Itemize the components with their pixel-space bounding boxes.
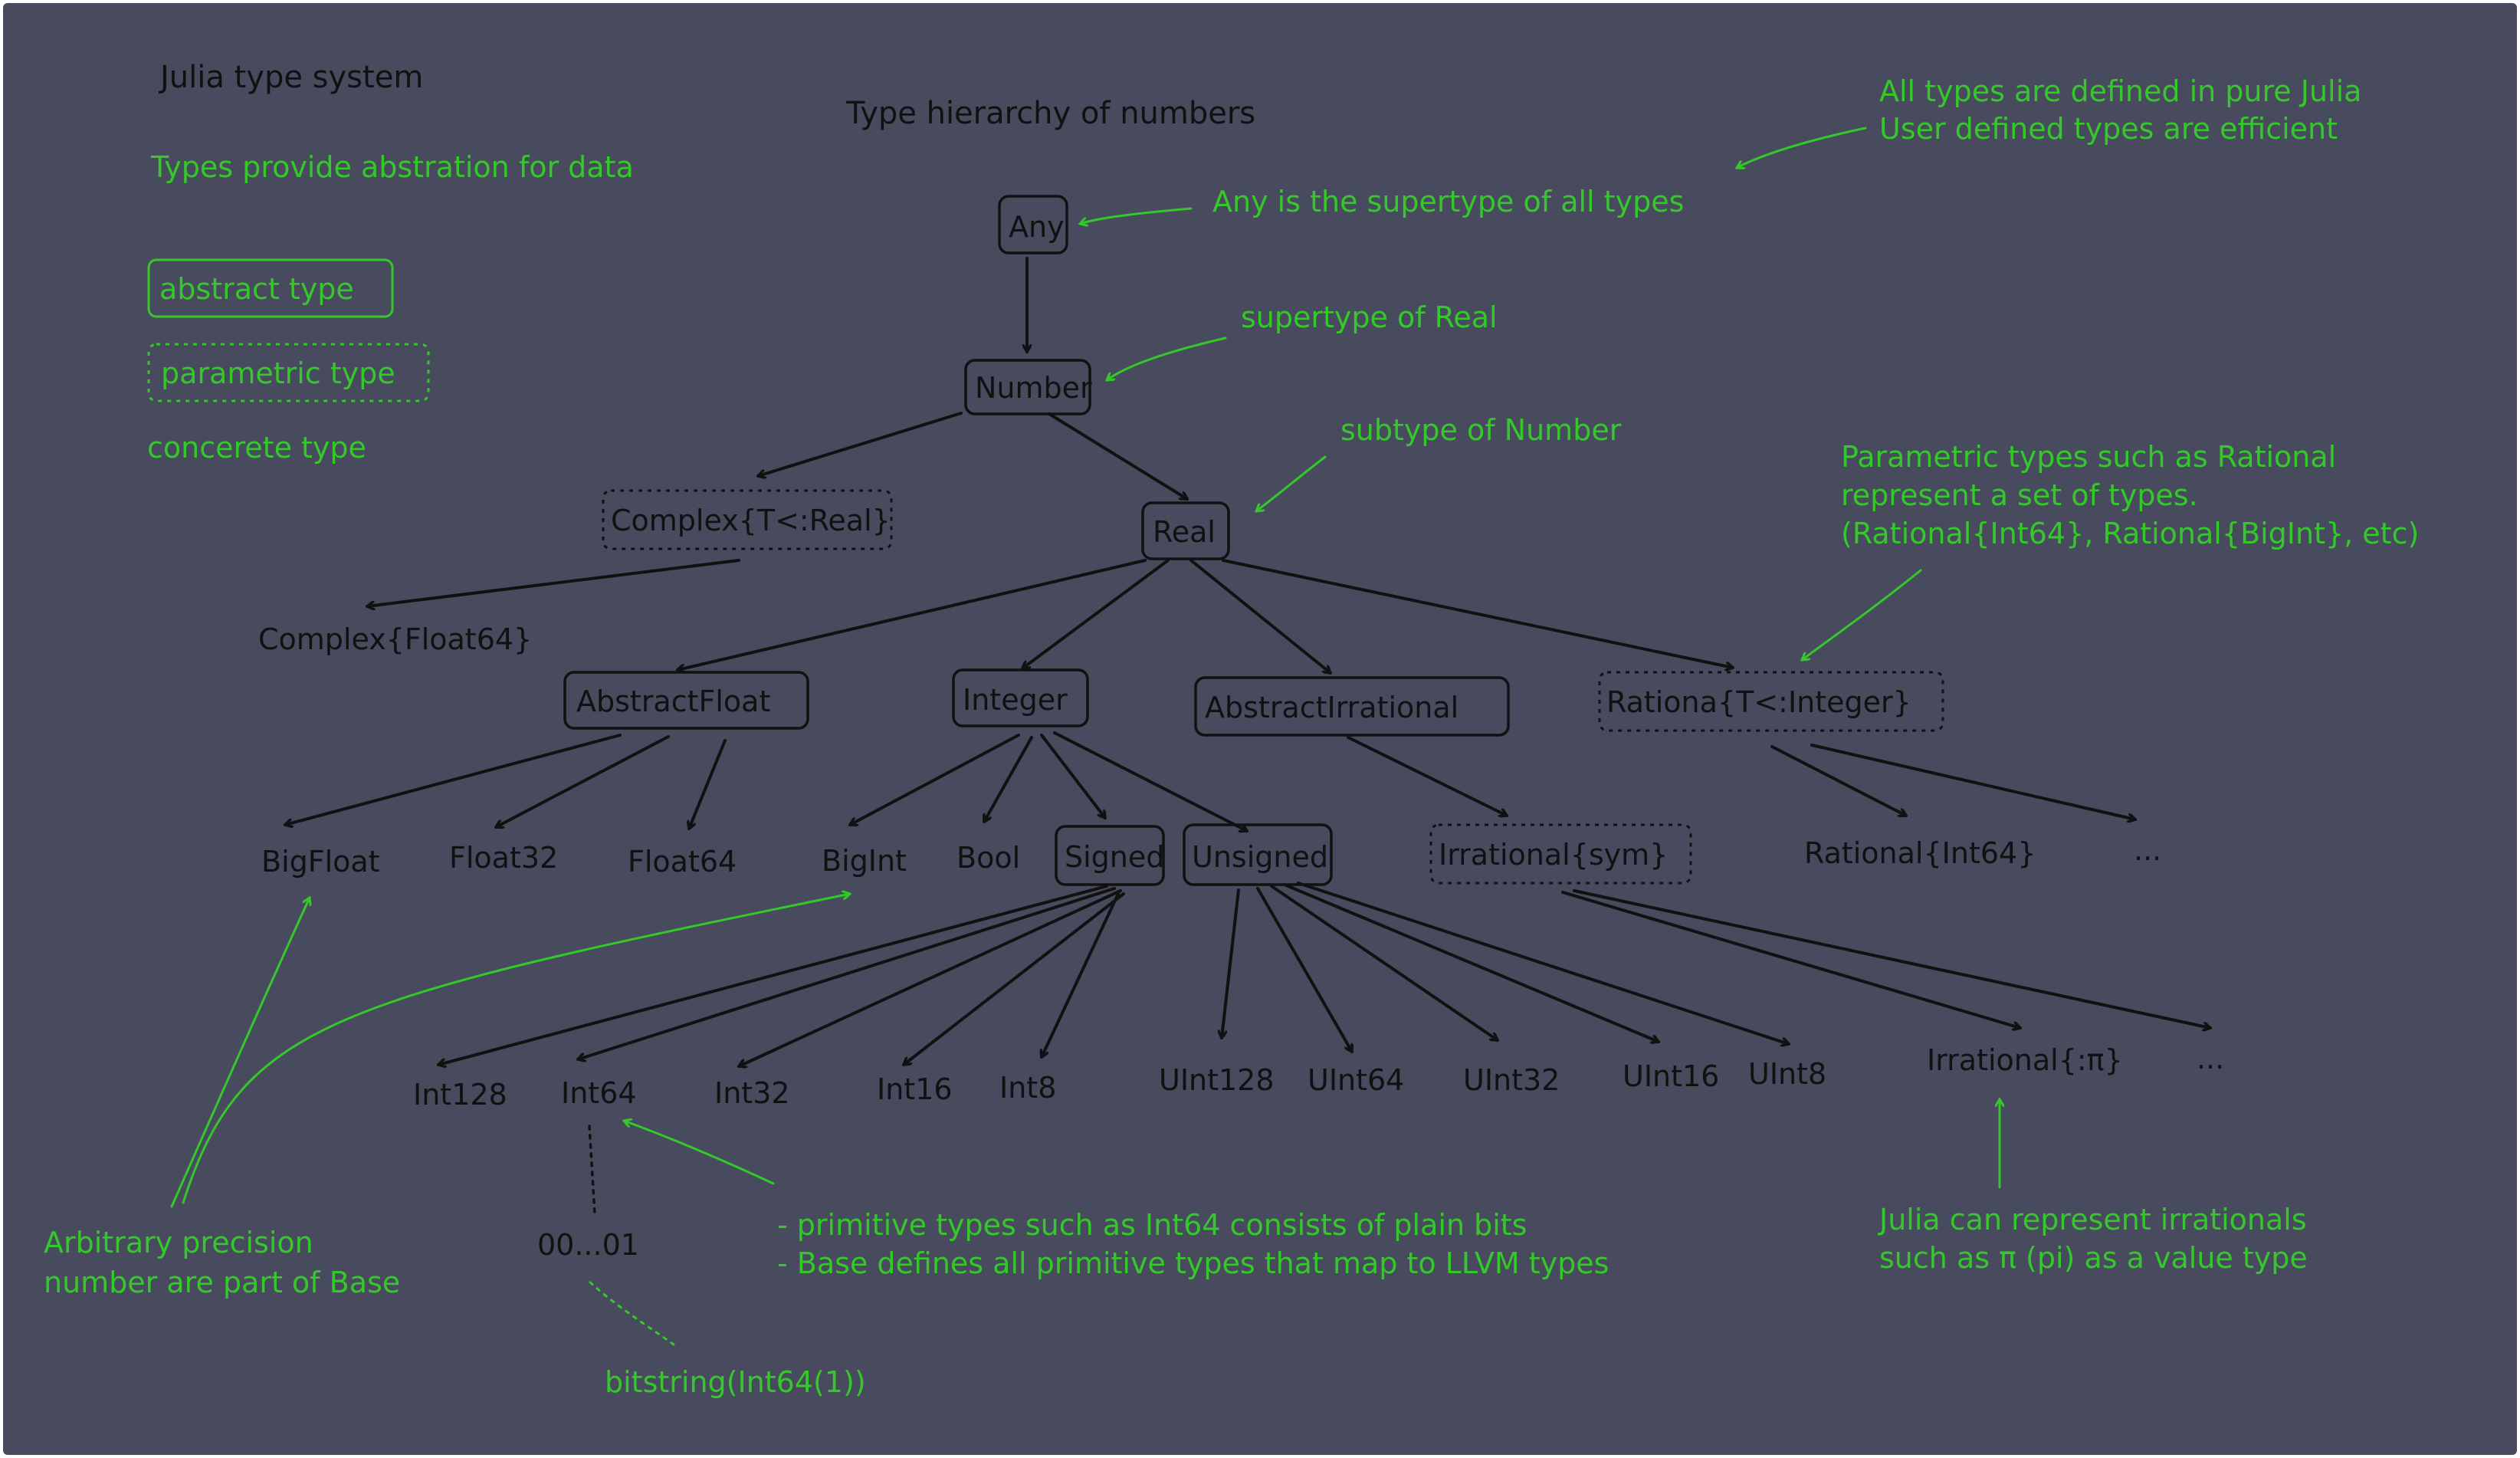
node-uint16: UInt16 (1623, 1059, 1719, 1093)
node-bigint: BigInt (822, 844, 907, 878)
node-uint32: UInt32 (1463, 1063, 1560, 1097)
number-node-box (964, 359, 1091, 415)
note-parametric-line2: represent a set of types. (1841, 478, 2198, 512)
diagram-subtitle: Type hierarchy of numbers (845, 96, 1255, 131)
node-irrational-more: ... (2197, 1042, 2224, 1075)
node-int128: Int128 (413, 1078, 507, 1112)
note-pure-julia-line1: All types are defined in pure Julia (1879, 74, 2361, 108)
note-super-real: supertype of Real (1241, 300, 1498, 334)
complex-param-node-box (602, 489, 893, 550)
note-primitive-line2: - Base defines all primitive types that … (777, 1246, 1609, 1280)
node-abstract-irrational: AbstractIrrational (1205, 691, 1459, 724)
note-sub-number: subtype of Number (1340, 413, 1622, 447)
node-int32: Int32 (714, 1076, 790, 1110)
integer-node-box (952, 668, 1089, 727)
note-any-super: Any is the supertype of all types (1212, 185, 1684, 218)
node-float64: Float64 (628, 845, 737, 878)
note-primitive-line1: - primitive types such as Int64 consists… (777, 1208, 1527, 1242)
node-int64: Int64 (561, 1076, 637, 1110)
legend-abstract-label: abstract type (159, 272, 354, 306)
legend-intro: Types provide abstration for data (150, 150, 634, 184)
real-node-box (1141, 501, 1230, 560)
any-node-box (998, 195, 1068, 254)
irrational-param-node-box (1429, 823, 1692, 885)
node-abstract-float: AbstractFloat (576, 685, 770, 718)
hierarchy-edges (285, 257, 2210, 1216)
note-parametric-line3: (Rational{Int64}, Rational{BigInt}, etc) (1841, 517, 2419, 550)
note-arbitrary-line1: Arbitrary precision (44, 1226, 313, 1259)
signed-node-box (1055, 825, 1165, 886)
node-irrational-param: Irrational{sym} (1439, 838, 1668, 872)
legend-parametric-box (147, 343, 430, 402)
node-complex-param: Complex{T<:Real} (611, 504, 891, 537)
unsigned-node-box (1183, 823, 1333, 886)
node-uint64: UInt64 (1308, 1063, 1404, 1097)
node-bits: 00...01 (537, 1228, 639, 1262)
note-parametric-line1: Parametric types such as Rational (1841, 440, 2336, 474)
node-float32: Float32 (449, 841, 558, 875)
node-uint8: UInt8 (1748, 1057, 1826, 1091)
node-unsigned: Unsigned (1192, 840, 1328, 874)
node-rational-int64: Rational{Int64} (1804, 836, 2036, 870)
abstract-irrational-node-box (1194, 676, 1510, 737)
type-hierarchy-diagram: Julia type system Type hierarchy of numb… (44, 60, 2419, 1399)
node-any: Any (1009, 210, 1065, 244)
node-uint128: UInt128 (1159, 1063, 1275, 1097)
diagram-canvas: Julia type system Type hierarchy of numb… (3, 3, 2517, 1455)
node-rational-param: Rationa{T<:Integer} (1606, 685, 1911, 719)
node-int16: Int16 (877, 1072, 953, 1106)
node-integer: Integer (963, 683, 1068, 717)
note-pure-julia-line2: User defined types are efficient (1879, 112, 2338, 146)
node-signed: Signed (1065, 840, 1164, 874)
note-irrationals-line1: Julia can represent irrationals (1878, 1203, 2307, 1236)
node-rational-more: ... (2134, 833, 2161, 867)
note-bitstring: bitstring(Int64(1)) (605, 1365, 866, 1399)
node-complex-float64: Complex{Float64} (258, 622, 532, 656)
node-bigfloat: BigFloat (261, 845, 380, 878)
note-arbitrary-line2: number are part of Base (44, 1266, 400, 1299)
note-irrationals-line2: such as π (pi) as a value type (1879, 1241, 2308, 1275)
node-number: Number (975, 371, 1092, 405)
node-int8: Int8 (999, 1071, 1056, 1105)
abstract-float-node-box (563, 671, 809, 730)
rational-param-node-box (1598, 671, 1944, 732)
diagram-title: Julia type system (158, 60, 423, 95)
node-bool: Bool (956, 841, 1020, 875)
node-real: Real (1153, 515, 1216, 549)
annotation-arrows (170, 126, 2000, 1346)
node-irrational-pi: Irrational{:π} (1927, 1043, 2123, 1077)
legend-parametric-label: parametric type (161, 356, 395, 390)
legend-abstract-box (147, 258, 394, 318)
legend-concrete-label: concerete type (147, 431, 366, 465)
